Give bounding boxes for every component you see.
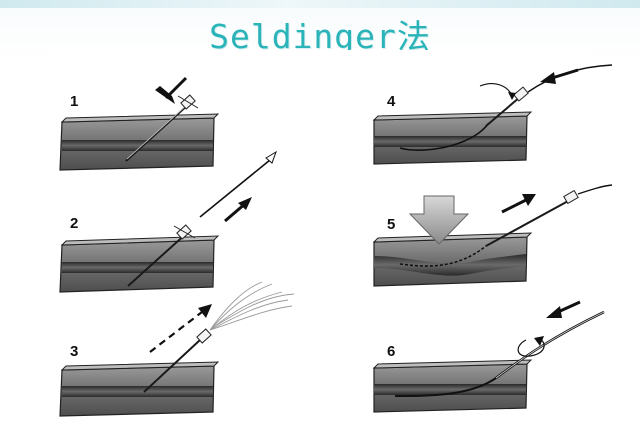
vessel <box>62 140 213 151</box>
stylet-cap <box>265 150 277 164</box>
advance-arrow-shaft <box>551 68 579 80</box>
tissue-block-side <box>372 111 533 121</box>
needle-highlight <box>126 103 189 160</box>
advance-arrow-head <box>540 72 556 84</box>
needle-hub <box>196 328 212 344</box>
step-1-illustration <box>59 76 220 171</box>
tissue-block-side <box>60 361 220 371</box>
needle <box>125 102 191 162</box>
dashed-arrow-shaft <box>149 311 203 353</box>
step-4-illustration <box>372 64 613 165</box>
slide-title: Seldinger法 <box>209 17 431 56</box>
needle-hub <box>513 86 529 102</box>
needle <box>127 231 189 287</box>
needle-withdrawn <box>485 199 571 247</box>
advance-arrow-head <box>546 306 562 318</box>
stylet <box>199 159 271 218</box>
step-2-illustration <box>59 150 277 293</box>
withdraw-arrow-head <box>238 197 252 210</box>
guidewire-inside <box>399 123 489 151</box>
withdraw-arrow-shaft <box>501 198 527 214</box>
guidewire <box>527 64 613 93</box>
vessel <box>374 136 526 147</box>
needle-hub <box>177 94 199 110</box>
needle <box>485 96 521 127</box>
top-stripe <box>0 0 640 8</box>
compressed-vessel <box>374 254 526 276</box>
insert-arrow <box>155 86 175 104</box>
step-number-2: 2 <box>70 215 79 232</box>
dashed-arrow-head <box>198 304 212 318</box>
tissue-block-side <box>60 235 220 246</box>
step-5-illustration <box>372 184 613 287</box>
tissue-block-side <box>60 113 220 123</box>
vessel <box>62 386 213 397</box>
step-number-1: 1 <box>70 93 79 110</box>
step-number-6: 6 <box>387 343 396 360</box>
step-3-illustration <box>59 281 295 417</box>
rotate-arrow <box>517 337 545 357</box>
vessel <box>374 384 526 395</box>
advance-arrow-shaft <box>557 300 581 314</box>
vessel <box>62 262 213 273</box>
step-6-illustration <box>372 300 605 413</box>
step-number-3: 3 <box>70 343 79 360</box>
withdraw-arrow-head <box>522 194 536 206</box>
step-number-4: 4 <box>387 93 396 110</box>
curved-arrow <box>479 83 513 97</box>
needle <box>143 339 201 393</box>
needle-hub <box>563 189 579 205</box>
pressure-arrow <box>408 195 470 245</box>
tissue-block-side <box>372 232 533 243</box>
catheter-inside <box>394 377 497 397</box>
blood-spray <box>209 281 295 331</box>
guidewire <box>577 184 613 195</box>
tissue-block-side <box>372 359 533 369</box>
step-number-5: 5 <box>387 216 396 233</box>
guidewire-inside <box>399 245 487 267</box>
